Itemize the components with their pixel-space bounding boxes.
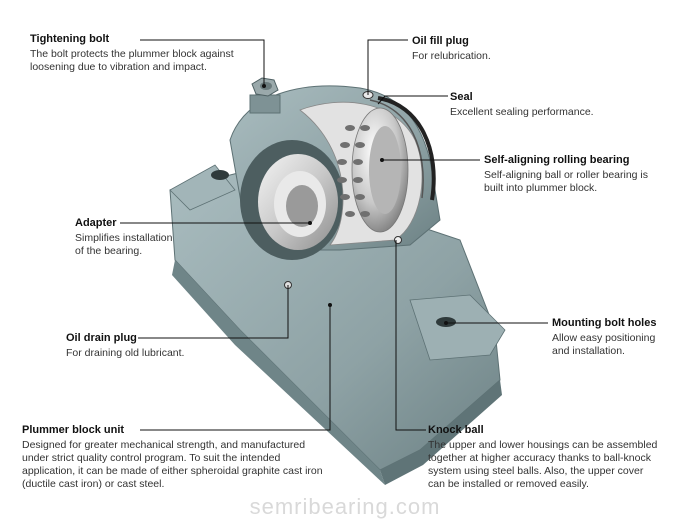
label-mounting-bolt-holes: Mounting bolt holes Allow easy positioni… bbox=[552, 317, 656, 358]
oil-drain-title: Oil drain plug bbox=[66, 332, 137, 344]
self-aligning-title: Self-aligning rolling bearing bbox=[484, 154, 630, 166]
adapter-desc: Simplifies installation of the bearing. bbox=[75, 232, 173, 257]
housing-base bbox=[169, 164, 506, 485]
knock-ball-title: Knock ball bbox=[428, 424, 484, 436]
oil-fill-plug-title: Oil fill plug bbox=[412, 35, 469, 47]
bearing-cutaway bbox=[299, 96, 436, 246]
knock-ball-desc: The upper and lower housings can be asse… bbox=[428, 439, 658, 490]
oil-fill-plug-desc: For relubrication. bbox=[412, 50, 491, 62]
label-seal: Seal Excellent sealing performance. bbox=[450, 91, 594, 119]
oil-drain-desc: For draining old lubricant. bbox=[66, 347, 185, 359]
adapter-title: Adapter bbox=[75, 217, 117, 229]
label-oil-drain-plug: Oil drain plug For draining old lubrican… bbox=[66, 332, 184, 360]
mounting-hole-left bbox=[211, 170, 229, 180]
seal-title: Seal bbox=[450, 91, 473, 103]
label-tightening-bolt: Tightening bolt The bolt protects the pl… bbox=[30, 33, 234, 74]
label-adapter: Adapter Simplifies installation of the b… bbox=[75, 217, 172, 258]
tightening-bolt-desc: The bolt protects the plummer block agai… bbox=[30, 48, 234, 73]
label-self-aligning-bearing: Self-aligning rolling bearing Self-align… bbox=[484, 154, 648, 195]
label-plummer-block-unit: Plummer block unit Designed for greater … bbox=[22, 424, 352, 491]
mounting-holes-title: Mounting bolt holes bbox=[552, 317, 657, 329]
tightening-bolt-title: Tightening bolt bbox=[30, 33, 110, 45]
mounting-holes-desc: Allow easy positioning and installation. bbox=[552, 332, 656, 357]
seal-desc: Excellent sealing performance. bbox=[450, 106, 594, 118]
label-oil-fill-plug: Oil fill plug For relubrication. bbox=[412, 35, 491, 63]
leader-lines bbox=[120, 39, 548, 431]
leader-dots bbox=[262, 84, 448, 325]
tightening-bolt bbox=[249, 77, 281, 114]
watermark: semribearing.com bbox=[249, 494, 441, 519]
self-aligning-desc: Self-aligning ball or roller bearing is … bbox=[484, 169, 649, 194]
label-knock-ball: Knock ball The upper and lower housings … bbox=[428, 424, 678, 491]
plummer-block-title: Plummer block unit bbox=[22, 424, 125, 436]
plummer-block-desc: Designed for greater mechanical strength… bbox=[22, 439, 323, 490]
